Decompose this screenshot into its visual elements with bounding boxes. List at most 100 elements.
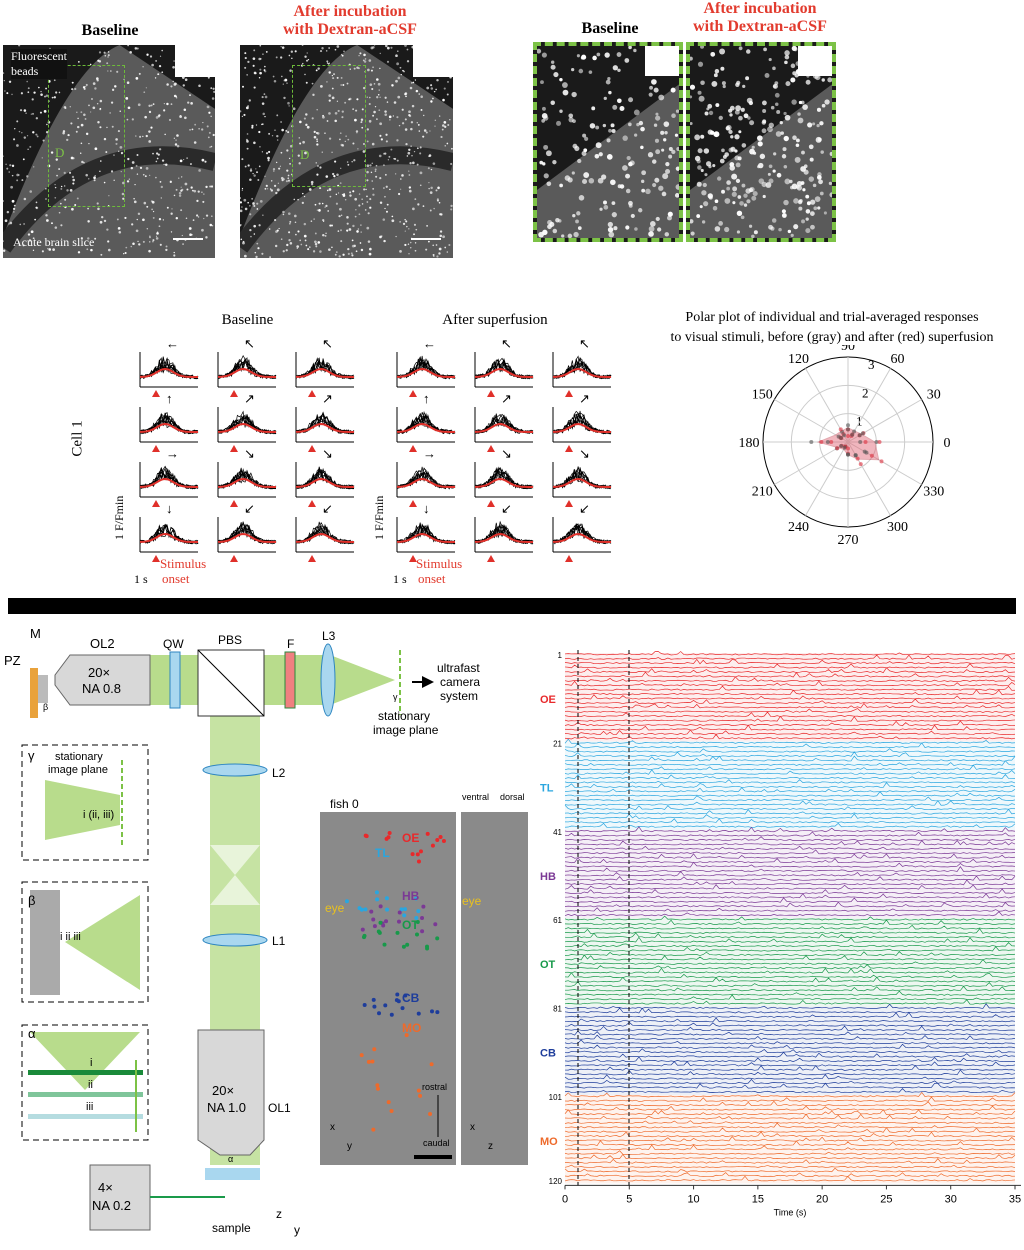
angle-label: 150 [752, 388, 773, 403]
dark-band [3, 146, 215, 253]
bead [751, 195, 757, 201]
bead [120, 151, 124, 155]
bead [386, 60, 390, 63]
bead [189, 94, 191, 96]
neuron-trace [564, 1061, 1016, 1067]
bead [328, 188, 332, 191]
bead [165, 248, 168, 252]
bead [201, 158, 205, 162]
bead [76, 197, 79, 200]
bead [553, 72, 559, 78]
bead [409, 246, 412, 249]
scale-bar [414, 1155, 452, 1159]
trial-point [846, 446, 850, 451]
neuron-dot [428, 1111, 433, 1116]
bead [374, 168, 377, 171]
neuron-trace [564, 1164, 1016, 1169]
bead [331, 87, 334, 90]
bead [807, 122, 813, 128]
bead [286, 243, 289, 247]
bead [625, 188, 631, 194]
neuron-trace [564, 715, 1016, 722]
bead [304, 239, 307, 242]
bead [52, 248, 55, 251]
bead [23, 197, 27, 201]
polar-spoke [847, 441, 922, 485]
bead [404, 230, 406, 232]
neuron-dot [370, 1059, 375, 1064]
neuron-trace [564, 972, 1016, 978]
bead [209, 224, 212, 226]
bead [58, 168, 61, 170]
bead [258, 224, 261, 227]
bead [135, 77, 139, 80]
bead [244, 66, 247, 69]
neuron-trace [564, 928, 1016, 934]
bead [699, 205, 703, 209]
bead [77, 117, 79, 120]
bead [54, 186, 57, 189]
bead [60, 187, 63, 190]
bead [149, 55, 153, 58]
bead [3, 200, 4, 202]
bead [3, 79, 5, 82]
bead [270, 180, 273, 182]
bead [337, 192, 340, 194]
bead [367, 212, 370, 215]
bead [145, 134, 148, 138]
bead [33, 166, 35, 168]
bead [252, 57, 256, 60]
bead [740, 107, 745, 112]
bead [60, 185, 63, 188]
bead [259, 57, 262, 60]
bead [245, 106, 249, 110]
optics-label: F [287, 637, 294, 651]
bead [390, 148, 393, 151]
bead [310, 180, 314, 184]
bead [184, 182, 188, 186]
bead [697, 165, 702, 170]
bead [405, 95, 407, 98]
direction-arrow: ↓ [423, 501, 430, 516]
bead [397, 192, 401, 196]
bead [253, 174, 256, 177]
bead [800, 181, 805, 185]
bead [335, 202, 339, 205]
trial-point [842, 433, 847, 438]
bead [76, 111, 78, 113]
bead [180, 209, 183, 212]
bead [30, 113, 32, 115]
bead [578, 195, 585, 201]
trial-trace [139, 524, 199, 544]
bead [87, 237, 90, 240]
neuron-trace [564, 769, 1016, 775]
bead [768, 122, 774, 128]
mean-trace [474, 367, 534, 378]
neuron-trace [564, 1109, 1016, 1116]
bead [660, 130, 665, 135]
neuron-trace [564, 901, 1016, 908]
trial-trace [217, 356, 277, 378]
bead [399, 66, 402, 69]
bead [401, 122, 405, 125]
bead [348, 228, 352, 231]
stimulus-marker [230, 555, 238, 562]
bead [22, 158, 25, 161]
neuron-trace [564, 779, 1016, 784]
bead [289, 144, 293, 148]
bead [192, 219, 195, 221]
bead [176, 134, 179, 137]
bead [176, 97, 178, 99]
bead [45, 87, 47, 90]
bead [253, 86, 256, 89]
bead [803, 164, 808, 169]
bead [155, 60, 157, 62]
bead [539, 160, 544, 165]
direction-arrow: ↖ [579, 336, 590, 351]
bead [282, 83, 284, 85]
bead [319, 250, 322, 253]
bead [654, 177, 660, 183]
bead [319, 166, 322, 169]
